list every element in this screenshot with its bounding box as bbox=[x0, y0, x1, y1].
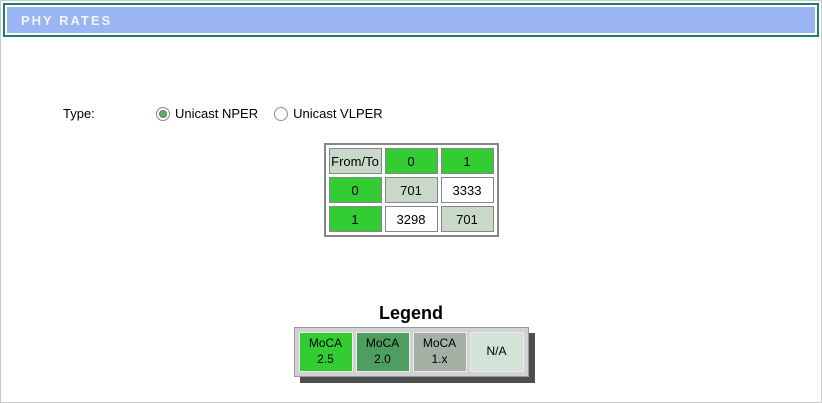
legend-item-label: MoCA bbox=[365, 336, 400, 351]
legend-item-label: N/A bbox=[486, 344, 507, 359]
table-row-node-0: 0 701 3333 bbox=[328, 177, 494, 203]
legend-item-label: 1.x bbox=[431, 352, 448, 366]
table-cell-rate-0-0: 701 bbox=[384, 177, 438, 203]
table-cell-rate-1-0: 3298 bbox=[384, 206, 438, 232]
radio-unicast-nper[interactable] bbox=[156, 106, 170, 121]
legend-title: Legend bbox=[378, 303, 443, 323]
legend-item-moca-2-5: MoCA 2.5 bbox=[298, 332, 353, 372]
legend-section: Legend MoCA 2.5 MoCA 2.0 MoCA 1.x N/A bbox=[1, 303, 821, 377]
radio-label-unicast-vlper[interactable]: Unicast VLPER bbox=[293, 106, 383, 121]
type-selector-row: Type: Unicast NPER Unicast VLPER bbox=[1, 101, 821, 126]
table-col-header-1: 1 bbox=[440, 148, 494, 174]
radio-option-unicast-nper[interactable]: Unicast NPER bbox=[156, 106, 258, 121]
type-label: Type: bbox=[63, 106, 95, 121]
phy-rates-table: From/To 0 1 0 701 3333 1 3298 701 bbox=[323, 143, 499, 237]
table-row-header-1: 1 bbox=[328, 206, 382, 232]
table-col-header-0: 0 bbox=[384, 148, 438, 174]
table-cell-rate-0-1: 3333 bbox=[440, 177, 494, 203]
page-header: PHY RATES bbox=[3, 3, 819, 37]
page-title: PHY RATES bbox=[21, 12, 113, 28]
table-cell-rate-1-1: 701 bbox=[440, 206, 494, 232]
radio-option-unicast-vlper[interactable]: Unicast VLPER bbox=[274, 106, 383, 121]
table-cell-from-to: From/To bbox=[328, 148, 382, 174]
table-row-node-1: 1 3298 701 bbox=[328, 206, 494, 232]
radio-label-unicast-nper[interactable]: Unicast NPER bbox=[175, 106, 259, 121]
legend-item-label: 2.0 bbox=[374, 352, 391, 366]
legend-item-label: MoCA bbox=[422, 336, 457, 351]
legend-box: MoCA 2.5 MoCA 2.0 MoCA 1.x N/A bbox=[293, 327, 529, 377]
page-header-bar: PHY RATES bbox=[7, 7, 815, 33]
phy-rates-table-wrap: From/To 0 1 0 701 3333 1 3298 701 bbox=[1, 143, 821, 237]
legend-item-na: N/A bbox=[469, 332, 524, 372]
table-header-row: From/To 0 1 bbox=[328, 148, 494, 174]
legend-item-label: MoCA bbox=[308, 336, 343, 351]
radio-unicast-vlper[interactable] bbox=[274, 106, 289, 121]
legend-item-moca-1-x: MoCA 1.x bbox=[412, 332, 467, 372]
legend-item-moca-2-0: MoCA 2.0 bbox=[355, 332, 410, 372]
table-row-header-0: 0 bbox=[328, 177, 382, 203]
legend-item-label: 2.5 bbox=[317, 352, 334, 366]
